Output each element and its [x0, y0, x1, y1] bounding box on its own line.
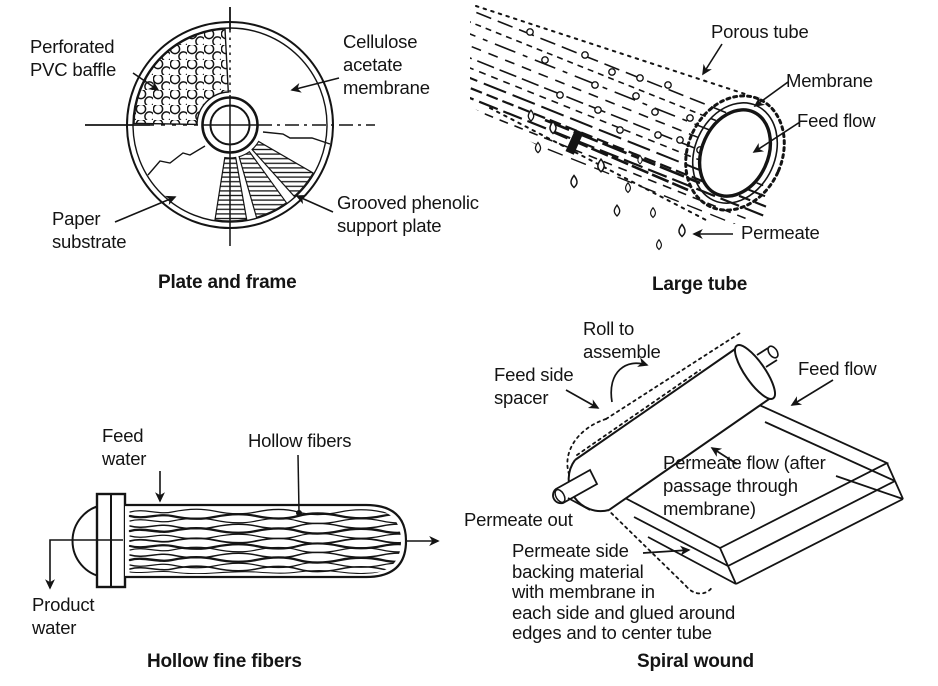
label-permeate-side-backing: Permeate side backing material with memb… — [512, 540, 736, 643]
label-roll-to-assemble: Roll to assemble — [583, 318, 661, 362]
fiber-bundle — [128, 508, 401, 574]
hollow-fibers-drawing — [45, 454, 440, 590]
plate-and-frame-drawing — [85, 7, 375, 246]
rolled-element — [552, 344, 779, 513]
label-permeate-out: Permeate out — [464, 509, 573, 530]
hollow-fibers-pointer — [297, 454, 300, 512]
spiral-wound-drawing — [552, 332, 904, 595]
spiral-annotation-arrows — [565, 357, 834, 556]
large-tube-drawing — [470, 3, 801, 250]
vessel-shell — [125, 503, 408, 579]
label-cellulose-acetate-membrane: Cellulose acetate membrane — [343, 31, 430, 98]
perforated-baffle-sector — [133, 28, 230, 126]
label-perforated-pvc-baffle: Perforated PVC baffle — [30, 36, 117, 80]
roll-to-assemble-arrow — [610, 357, 649, 403]
center-lines — [85, 7, 375, 246]
label-feed-water: Feed water — [102, 425, 147, 469]
label-permeate-flow: Permeate flow (after passage through mem… — [663, 452, 826, 519]
tube-leader-arrows — [692, 43, 801, 239]
porous-tube-outline — [475, 5, 746, 95]
membrane-sector-boundary — [262, 131, 331, 145]
label-paper-substrate: Paper substrate — [52, 208, 127, 252]
pore-holes — [526, 28, 704, 154]
label-feed-side-spacer: Feed side spacer — [494, 364, 574, 408]
feed-spacer-dashed-sheet — [566, 332, 741, 595]
label-grooved-phenolic-support-plate: Grooved phenolic support plate — [337, 192, 479, 236]
plate-leader-arrows — [114, 72, 340, 223]
caption-large-tube: Large tube — [652, 274, 748, 295]
label-product-water: Product water — [32, 594, 95, 638]
grooved-support-sector — [251, 140, 314, 198]
label-feed-flow-tube: Feed flow — [797, 110, 876, 131]
label-hollow-fibers: Hollow fibers — [248, 430, 352, 451]
label-membrane: Membrane — [786, 70, 873, 91]
label-porous-tube: Porous tube — [711, 21, 809, 42]
label-feed-flow-spiral: Feed flow — [798, 358, 877, 379]
substrate-sector-boundary — [147, 145, 206, 176]
caption-spiral-wound: Spiral wound — [637, 651, 754, 672]
end-dome — [71, 504, 104, 578]
grooved-support-sector — [238, 150, 288, 219]
grooved-support-sector — [214, 156, 248, 222]
porous-tube-texture — [470, 3, 770, 235]
feed-channel-opening — [697, 108, 773, 198]
caption-plate-and-frame: Plate and frame — [158, 272, 297, 293]
product-water-line — [45, 539, 123, 590]
membrane-ring — [684, 94, 786, 212]
caption-hollow-fine-fibers: Hollow fine fibers — [147, 651, 302, 672]
label-permeate: Permeate — [741, 222, 820, 243]
